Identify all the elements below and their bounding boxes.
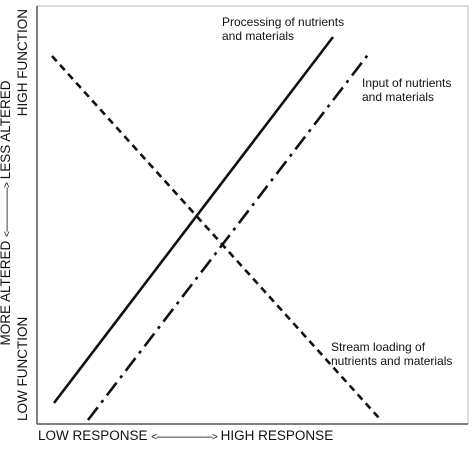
processing-label-line-1: Processing of nutrients [222,15,345,29]
y-axis-row-1: MORE ALTERED <-------------------> LESS … [0,3,15,423]
y-axis-row-2: LOW FUNCTION HIGH FUNCTION [15,3,30,423]
input-label-line-1: Input of nutrients [362,76,452,90]
x-axis-low-label: LOW RESPONSE [38,428,148,443]
y-axis-high-line-1: LESS ALTERED [0,80,13,180]
x-axis-high-label: HIGH RESPONSE [220,428,334,443]
x-axis-arrow: <------------------------> [151,432,218,443]
input-line-label: Input of nutrients and materials [362,76,451,104]
y-axis-label: MORE ALTERED <-------------------> LESS … [0,3,32,423]
y-axis-arrow: <-------------------> [2,183,13,237]
processing-line-label: Processing of nutrients and materials [222,15,344,43]
stream-label-line-1: Stream loading of [331,340,426,354]
input-line [86,51,372,421]
y-axis-low-line-2: LOW FUNCTION [15,316,30,421]
input-label-line-2: and materials [362,90,435,104]
processing-label-line-2: and materials [222,29,295,43]
y-axis-low-line-1: MORE ALTERED [0,240,13,346]
x-axis-label: LOW RESPONSE <------------------------> … [38,428,470,445]
stream-loading-line-label: Stream loading of nutrients and material… [331,340,452,368]
y-axis-high-line-2: HIGH FUNCTION [15,9,30,117]
stream-loading-line [51,55,380,419]
stream-label-line-2: nutrients and materials [331,354,453,368]
processing-line [52,36,335,404]
